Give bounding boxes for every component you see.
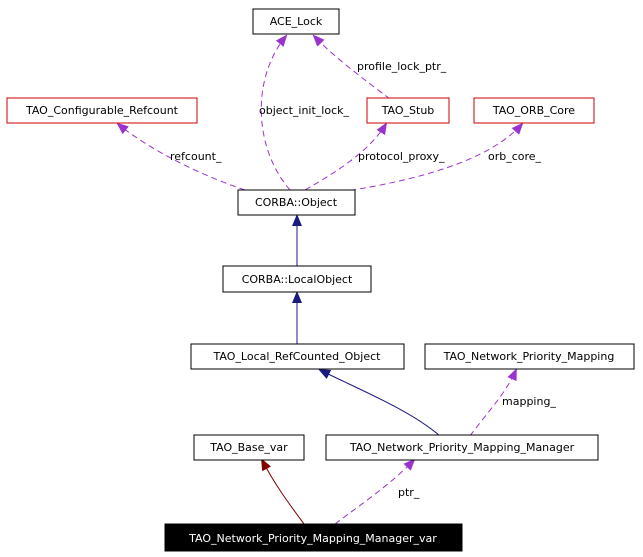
node-label-tao-base-var: TAO_Base_var bbox=[209, 441, 288, 454]
edge-label-refcount: refcount_ bbox=[170, 150, 222, 163]
node-label-tao-orb-core: TAO_ORB_Core bbox=[492, 104, 575, 117]
node-corba-object[interactable]: CORBA::Object bbox=[237, 189, 356, 216]
edge-label-mapping: mapping_ bbox=[502, 395, 556, 408]
edge-object-to-stub bbox=[304, 122, 388, 191]
node-label-ace-lock: ACE_Lock bbox=[270, 15, 323, 28]
edge-manager-to-refcounted bbox=[318, 369, 441, 437]
edge-object-to-refcount bbox=[116, 122, 246, 191]
node-label-tao-local-refcounted-object: TAO_Local_RefCounted_Object bbox=[213, 350, 382, 363]
node-tao-stub[interactable]: TAO_Stub bbox=[366, 97, 450, 124]
edge-label-ptr: ptr_ bbox=[398, 486, 420, 499]
edge-label-object-init-lock: object_init_lock_ bbox=[259, 104, 349, 117]
node-label-corba-object: CORBA::Object bbox=[255, 196, 338, 209]
node-label-tao-network-priority-mapping-manager-var: TAO_Network_Priority_Mapping_Manager_var bbox=[188, 532, 437, 545]
nodes: ACE_Lock TAO_Configurable_Refcount TAO_S… bbox=[6, 8, 635, 552]
edge-label-orb-core: orb_core_ bbox=[488, 150, 542, 163]
node-label-tao-configurable-refcount: TAO_Configurable_Refcount bbox=[25, 104, 179, 117]
node-tao-network-priority-mapping[interactable]: TAO_Network_Priority_Mapping bbox=[424, 343, 635, 370]
node-tao-local-refcounted-object[interactable]: TAO_Local_RefCounted_Object bbox=[190, 343, 405, 370]
node-label-tao-network-priority-mapping-manager: TAO_Network_Priority_Mapping_Manager bbox=[349, 441, 575, 454]
node-label-corba-localobject: CORBA::LocalObject bbox=[242, 273, 353, 286]
edge-var-to-base-var bbox=[261, 458, 305, 525]
edge-object-to-orb-core bbox=[339, 122, 524, 193]
node-tao-orb-core[interactable]: TAO_ORB_Core bbox=[473, 97, 595, 124]
edge-labels: profile_lock_ptr_ object_init_lock_ refc… bbox=[170, 60, 556, 499]
edge-label-protocol-proxy: protocol_proxy_ bbox=[358, 150, 445, 163]
edges bbox=[116, 34, 524, 525]
node-corba-localobject[interactable]: CORBA::LocalObject bbox=[222, 265, 372, 293]
node-ace-lock[interactable]: ACE_Lock bbox=[252, 8, 340, 35]
node-label-tao-network-priority-mapping: TAO_Network_Priority_Mapping bbox=[443, 350, 615, 363]
edge-object-to-ace-lock bbox=[260, 34, 291, 191]
node-label-tao-stub: TAO_Stub bbox=[381, 104, 435, 117]
edge-label-profile-lock-ptr: profile_lock_ptr_ bbox=[357, 60, 447, 73]
node-tao-configurable-refcount[interactable]: TAO_Configurable_Refcount bbox=[6, 97, 198, 124]
node-tao-network-priority-mapping-manager[interactable]: TAO_Network_Priority_Mapping_Manager bbox=[325, 434, 599, 461]
edge-var-to-manager bbox=[334, 458, 416, 525]
node-tao-network-priority-mapping-manager-var[interactable]: TAO_Network_Priority_Mapping_Manager_var bbox=[164, 523, 463, 552]
edge-manager-to-mapping bbox=[469, 368, 517, 437]
node-tao-base-var[interactable]: TAO_Base_var bbox=[193, 434, 305, 461]
